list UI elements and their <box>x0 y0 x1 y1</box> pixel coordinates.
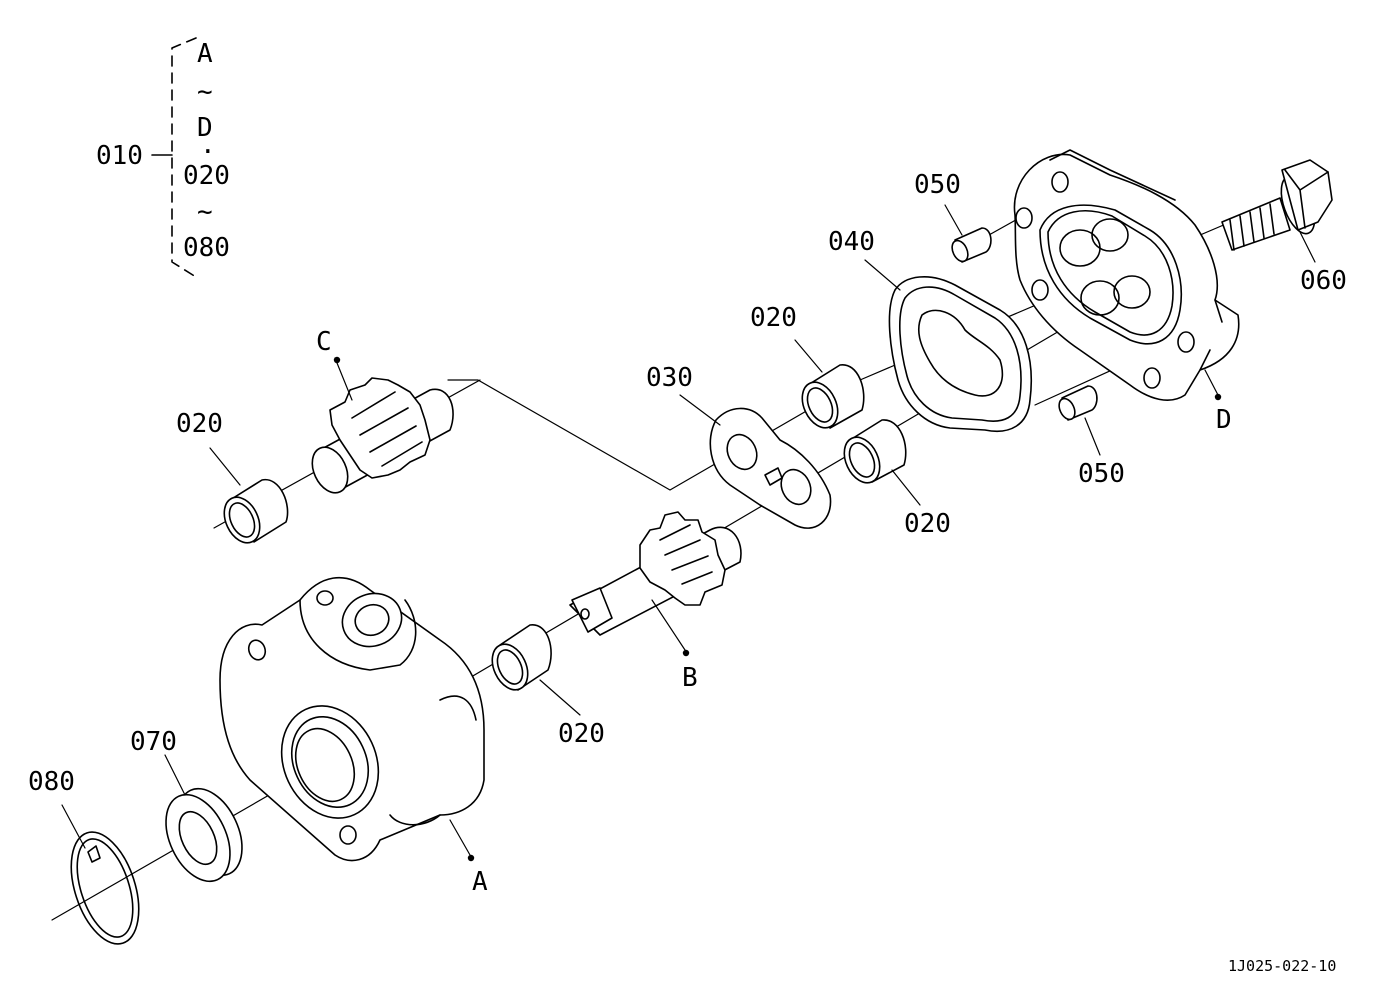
callout-cover-d: D <box>1216 405 1232 435</box>
driven-gear-c <box>311 377 454 494</box>
legend-range-line: 080 <box>183 233 230 263</box>
oil-seal-070 <box>165 787 243 883</box>
callout-pin-upper: 050 <box>914 170 961 200</box>
pump-cover-d <box>1013 149 1240 401</box>
callout-bushing-upper-mid: 020 <box>750 303 797 333</box>
callout-bolt-060: 060 <box>1300 266 1347 296</box>
callout-housing-a: A <box>472 867 488 897</box>
legend-range-line: · <box>200 137 216 167</box>
drawing-reference-code: 1J025-022-10 <box>1228 957 1336 975</box>
callout-seal-070: 070 <box>130 727 177 757</box>
callout-bushing-lower: 020 <box>558 719 605 749</box>
legend-range-line: 020 <box>183 161 230 191</box>
assembly-legend: 010 A ~ D · 020 ~ 080 <box>96 37 230 278</box>
pump-housing-a <box>219 576 485 862</box>
callout-gasket-040: 040 <box>828 227 875 257</box>
legend-range-line: ~ <box>197 197 213 227</box>
legend-range-line: A <box>197 39 213 69</box>
callout-bushing-right-mid: 020 <box>904 509 951 539</box>
legend-range-line: D <box>197 113 213 143</box>
legend-range-line: ~ <box>197 77 213 107</box>
callout-gear-b: B <box>682 663 698 693</box>
callout-snap-ring-080: 080 <box>28 767 75 797</box>
bushing-020-left <box>223 479 289 544</box>
gasket-040 <box>888 275 1033 432</box>
bushing-020-upper-mid <box>801 364 865 429</box>
snap-ring-080 <box>70 831 140 945</box>
side-plate-030 <box>709 407 832 529</box>
callout-leader-lines <box>61 204 1316 856</box>
drive-gear-shaft-b <box>569 511 742 636</box>
callout-gear-c: C <box>316 327 332 357</box>
dowel-pin-050-lower <box>1058 385 1098 421</box>
callout-labels: 020 C 030 020 040 050 D 050 060 020 B 02… <box>28 170 1347 897</box>
callout-bushing-left: 020 <box>176 409 223 439</box>
callout-reference-dots <box>333 356 1222 862</box>
callout-plate-030: 030 <box>646 363 693 393</box>
bushing-020-lower <box>491 624 552 691</box>
bushing-020-right-mid <box>843 419 907 484</box>
flange-bolt-060 <box>1221 159 1333 251</box>
legend-assembly-number: 010 <box>96 141 143 171</box>
dowel-pin-050-upper <box>951 227 992 263</box>
callout-pin-lower: 050 <box>1078 459 1125 489</box>
